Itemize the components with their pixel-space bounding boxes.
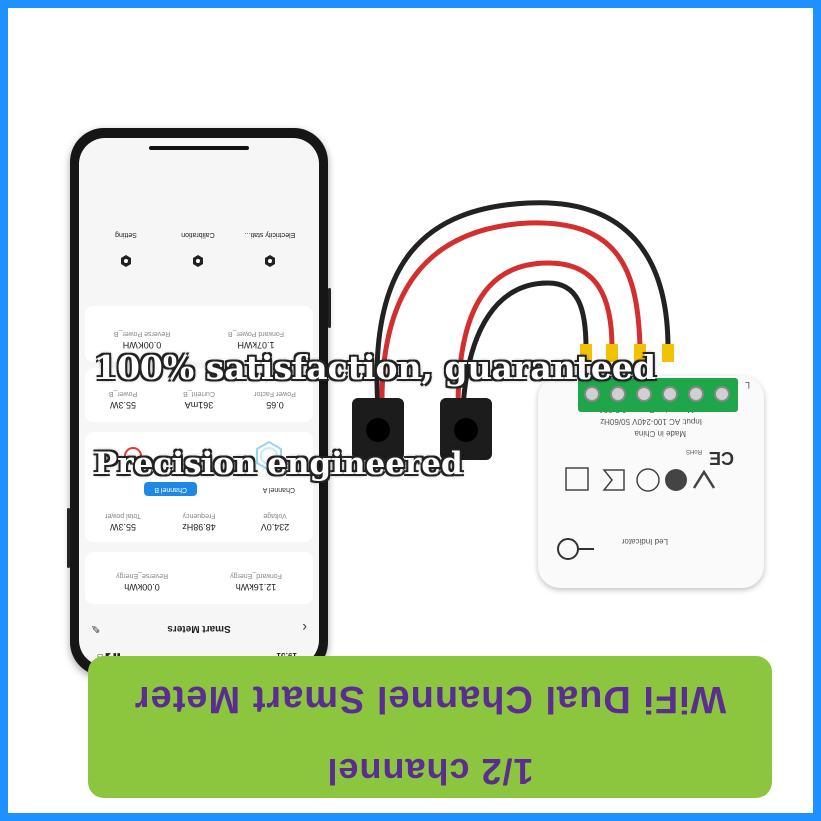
wires <box>352 200 674 460</box>
power-button <box>328 288 331 328</box>
power-b-reading: 55.3W Power_B <box>85 390 161 410</box>
app-view-rotated: 19:51 ▮▮ ◢ ▭ ‹ Smart Meters ✎ 12.16kWh F… <box>79 138 319 666</box>
power-b-label: Power_B <box>108 390 138 397</box>
forward-power-b: 1.07kWH Forward Power_B <box>199 330 313 350</box>
setting-item[interactable]: Setting <box>91 231 161 268</box>
current-b-value: 361mA <box>184 400 214 410</box>
terminal-screw <box>636 386 652 402</box>
page-title: Smart Meters <box>167 623 231 634</box>
overlay-satisfaction: 100% satisfaction, guaranteed <box>94 348 656 387</box>
power-factor-value: 0.65 <box>266 400 284 410</box>
rohs-check-icon <box>692 469 716 489</box>
gear-icon <box>121 255 131 267</box>
power-factor-reading: 0.65 Power Factor <box>237 390 313 410</box>
hexagon-icon <box>256 440 282 472</box>
terminal-block <box>578 378 738 412</box>
banner-line-channel: 1/2 channel <box>326 751 534 792</box>
made-in-text: Made in China <box>634 429 686 438</box>
frequency-label: Frequency <box>182 512 216 519</box>
terminal-screw <box>688 386 704 402</box>
forward-energy: 12.16kWh Forward_Energy <box>199 572 313 592</box>
wire-red-outer <box>379 220 643 409</box>
input-text: Input: AC 100-240V 50/60Hz <box>600 417 702 426</box>
frequency-value: 48.98Hz <box>182 522 216 532</box>
wire-red-inner <box>455 260 615 409</box>
terminal-label-l: L <box>744 380 750 390</box>
electricity-stats-label: Electricity stati... <box>244 231 296 238</box>
green-dot-icon <box>665 469 687 491</box>
tab-channel-b[interactable]: Channel B <box>144 482 197 496</box>
calibration-label: Calibration <box>181 231 215 238</box>
wire-black-inner <box>460 280 589 409</box>
terminal-screw <box>610 386 626 402</box>
total-power-value: 55.3W <box>110 522 137 532</box>
weee-bin-icon <box>565 467 589 491</box>
reverse-power-b-label: Reverse Power_B <box>113 330 171 337</box>
banner-line-title: WiFi Dual Channel Smart Meter <box>133 678 727 720</box>
total-power-reading: 55.3W Total power <box>85 512 161 532</box>
power-refresh-icon[interactable] <box>121 444 145 468</box>
ferrule <box>580 344 592 362</box>
readings-card: 234.0V Voltage 48.98Hz Frequency 55.3W T… <box>85 432 313 542</box>
frequency-reading: 48.98Hz Frequency <box>161 512 237 532</box>
app-nav-bar: ‹ Smart Meters ✎ <box>79 616 319 638</box>
arrow-box-icon <box>602 469 625 491</box>
certification-icons <box>565 467 716 492</box>
terminal-screw <box>584 386 600 402</box>
voltage-reading: 234.0V Voltage <box>237 512 313 532</box>
reverse-energy: 0.00kWh Reverse_Energy <box>85 572 199 592</box>
reverse-energy-value: 0.00kWh <box>124 582 160 592</box>
current-b-label: Current_B <box>183 390 215 397</box>
reverse-energy-label: Reverse_Energy <box>115 572 169 579</box>
product-banner: 1/2 channel WiFi Dual Channel Smart Mete… <box>88 656 772 798</box>
forward-energy-value: 12.16kWh <box>235 582 277 592</box>
ferrule <box>634 344 646 362</box>
ferrule <box>662 344 674 362</box>
wire-black-outer <box>374 200 671 409</box>
setting-label: Setting <box>115 231 137 238</box>
phone-screen: 19:51 ▮▮ ◢ ▭ ‹ Smart Meters ✎ 12.16kWh F… <box>79 138 319 666</box>
reverse-power-b: 0.00KWH Reverse Power_B <box>85 330 199 350</box>
volume-button <box>67 508 70 568</box>
smartphone: 19:51 ▮▮ ◢ ▭ ‹ Smart Meters ✎ 12.16kWh F… <box>67 128 331 676</box>
ct-clamp-hole <box>454 418 478 442</box>
power-b-value: 55.3W <box>110 400 137 410</box>
voltage-value: 234.0V <box>260 522 290 532</box>
ferrule <box>606 344 618 362</box>
voltage-label: Voltage <box>263 512 287 519</box>
tab-channel-a[interactable]: Channel A <box>262 486 295 493</box>
gear-icon <box>265 255 275 267</box>
rohs-mark: RoHS <box>685 448 702 454</box>
forward-power-b-label: Forward Power_B <box>227 330 285 337</box>
forward-energy-label: Forward_Energy <box>230 572 282 579</box>
terminal-screw <box>714 386 730 402</box>
total-power-label: Total power <box>105 512 141 519</box>
product-canvas: Made in China Input: AC 100-240V 50/60Hz… <box>8 8 813 813</box>
recycle-icon <box>636 468 660 492</box>
gear-icon <box>193 255 203 267</box>
channel-tabs: Channel A Channel B <box>85 482 313 496</box>
calibration-item[interactable]: Calibration <box>163 231 233 268</box>
home-indicator[interactable] <box>149 146 249 150</box>
energy-card: 12.16kWh Forward_Energy 0.00kWh Reverse_… <box>85 552 313 604</box>
led-indicator-icon <box>557 538 594 560</box>
electricity-stats-item[interactable]: Electricity stati... <box>235 231 305 268</box>
overlay-precision: Precision engineered <box>94 446 463 482</box>
power-factor-label: Power Factor <box>254 390 296 397</box>
ct-clamp-hole <box>366 418 390 442</box>
banner-text-rotated: 1/2 channel WiFi Dual Channel Smart Mete… <box>88 656 772 798</box>
edit-icon[interactable]: ✎ <box>91 622 101 634</box>
terminal-screw <box>662 386 678 402</box>
led-text: Led Indicator <box>621 537 668 546</box>
current-b-reading: 361mA Current_B <box>161 390 237 410</box>
settings-row: Electricity stati... Calibration Setting <box>85 210 313 282</box>
